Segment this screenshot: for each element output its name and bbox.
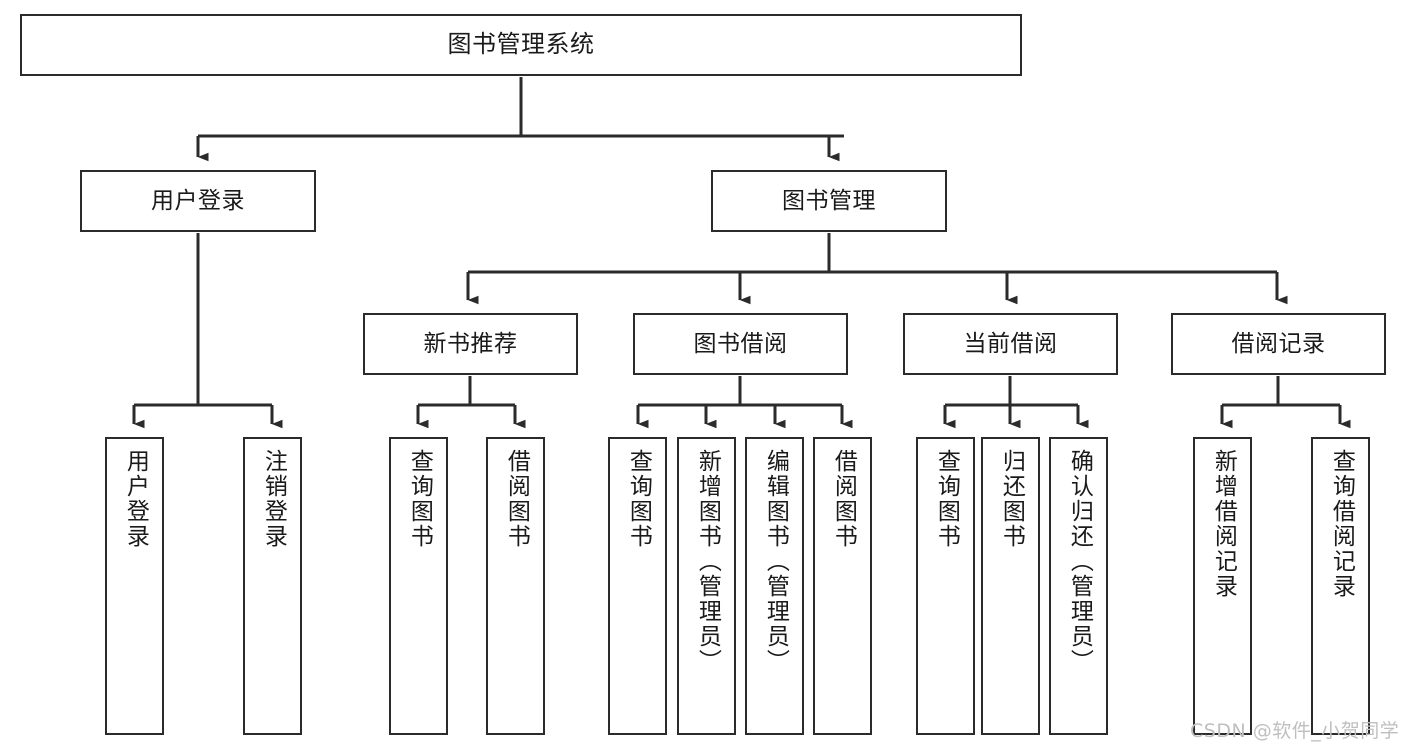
connector-group-bookmgmt bbox=[466, 233, 1288, 305]
connector-group-borrow bbox=[636, 376, 853, 429]
node-leaf-query-book-current[interactable]: 查询图书 bbox=[916, 437, 975, 735]
node-borrow-records[interactable]: 借阅记录 bbox=[1171, 313, 1386, 375]
node-book-borrow[interactable]: 图书借阅 bbox=[633, 313, 848, 375]
node-label: 查询图书 bbox=[406, 449, 433, 549]
node-leaf-confirm-return-admin[interactable]: 确认归还（管理员） bbox=[1049, 437, 1108, 735]
node-current-borrow[interactable]: 当前借阅 bbox=[903, 313, 1118, 375]
node-leaf-edit-book-admin[interactable]: 编辑图书（管理员） bbox=[745, 437, 804, 735]
node-leaf-user-login[interactable]: 用户登录 bbox=[105, 437, 164, 735]
node-label: 查询借阅记录 bbox=[1328, 449, 1355, 599]
connector-group-login bbox=[132, 233, 283, 429]
node-leaf-borrow-book[interactable]: 借阅图书 bbox=[813, 437, 872, 735]
node-label: 编辑图书（管理员） bbox=[762, 449, 789, 674]
node-new-book-recommend[interactable]: 新书推荐 bbox=[363, 313, 578, 375]
node-label: 借阅图书 bbox=[503, 449, 530, 549]
node-label: 借阅记录 bbox=[1231, 330, 1326, 357]
node-label: 用户登录 bbox=[151, 187, 245, 214]
node-leaf-return-book[interactable]: 归还图书 bbox=[981, 437, 1040, 735]
node-label: 查询图书 bbox=[625, 449, 652, 549]
node-leaf-add-book-admin[interactable]: 新增图书（管理员） bbox=[677, 437, 736, 735]
node-leaf-query-book-borrow[interactable]: 查询图书 bbox=[608, 437, 667, 735]
node-user-login[interactable]: 用户登录 bbox=[80, 170, 316, 232]
connector-group-current bbox=[943, 376, 1089, 429]
node-leaf-add-borrow-record[interactable]: 新增借阅记录 bbox=[1193, 437, 1252, 735]
node-label: 注销登录 bbox=[260, 449, 287, 549]
node-label: 图书管理 bbox=[782, 187, 876, 214]
node-root-system[interactable]: 图书管理系统 bbox=[20, 14, 1022, 76]
connector-group-root bbox=[196, 77, 844, 162]
node-label: 当前借阅 bbox=[963, 330, 1058, 357]
node-label: 新增图书（管理员） bbox=[694, 449, 721, 674]
node-leaf-logout[interactable]: 注销登录 bbox=[243, 437, 302, 735]
node-label: 新书推荐 bbox=[423, 330, 518, 357]
node-leaf-query-borrow-record[interactable]: 查询借阅记录 bbox=[1311, 437, 1370, 735]
node-label: 新增借阅记录 bbox=[1210, 449, 1237, 599]
node-label: 确认归还（管理员） bbox=[1066, 449, 1093, 674]
node-label: 图书管理系统 bbox=[447, 30, 595, 59]
node-label: 图书借阅 bbox=[693, 330, 788, 357]
connector-group-newbook bbox=[416, 376, 526, 429]
node-label: 归还图书 bbox=[998, 449, 1025, 549]
node-label: 借阅图书 bbox=[830, 449, 857, 549]
connector-group-records bbox=[1220, 376, 1351, 429]
node-leaf-query-book-newbook[interactable]: 查询图书 bbox=[389, 437, 448, 735]
node-book-management[interactable]: 图书管理 bbox=[711, 170, 947, 232]
node-leaf-borrow-book-newbook[interactable]: 借阅图书 bbox=[486, 437, 545, 735]
node-label: 用户登录 bbox=[122, 449, 149, 549]
node-label: 查询图书 bbox=[933, 449, 960, 549]
